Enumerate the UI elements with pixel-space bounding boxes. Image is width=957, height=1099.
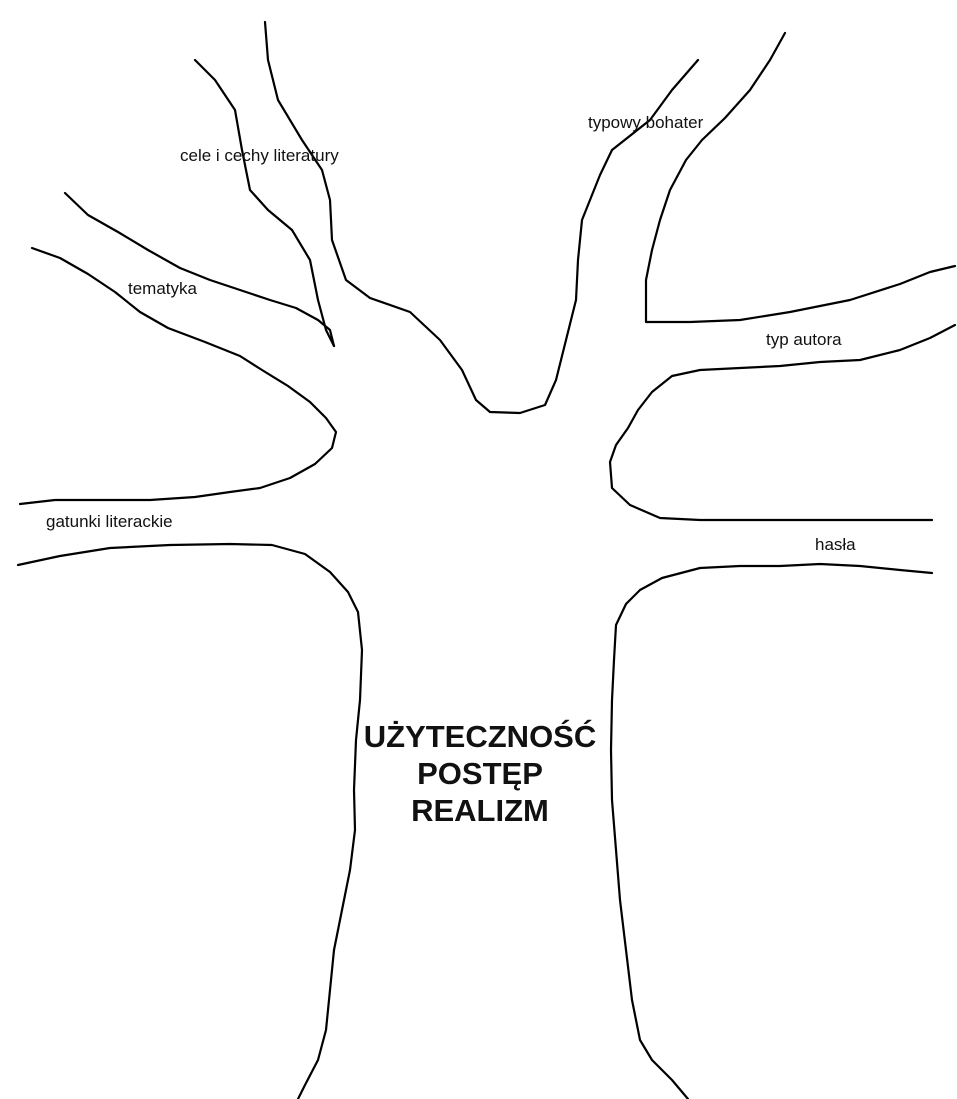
trunk-line-right (611, 564, 932, 1099)
branch-label-author: typ autora (766, 331, 842, 348)
branch-label-genres: gatunki literackie (46, 513, 173, 530)
trunk-keyword-2: POSTĘP (330, 755, 630, 792)
branch-label-hero: typowy bohater (588, 114, 703, 131)
branch-line-cele-inner (65, 193, 334, 346)
trunk-line-left (18, 544, 362, 1099)
branch-line-cele-outer (195, 60, 334, 346)
trunk-keyword-3: REALIZM (330, 792, 630, 829)
branch-line-autor-lower (610, 325, 955, 520)
branch-line-hero-right (646, 33, 955, 322)
branch-label-goals: cele i cechy literatury (180, 147, 339, 164)
trunk-keyword-1: UŻYTECZNOŚĆ (330, 718, 630, 755)
trunk-keywords: UŻYTECZNOŚĆ POSTĘP REALIZM (330, 718, 630, 829)
branch-label-themes: tematyka (128, 280, 197, 297)
branch-line-top-left-outer (265, 22, 698, 413)
branch-label-slogans: hasła (815, 536, 856, 553)
